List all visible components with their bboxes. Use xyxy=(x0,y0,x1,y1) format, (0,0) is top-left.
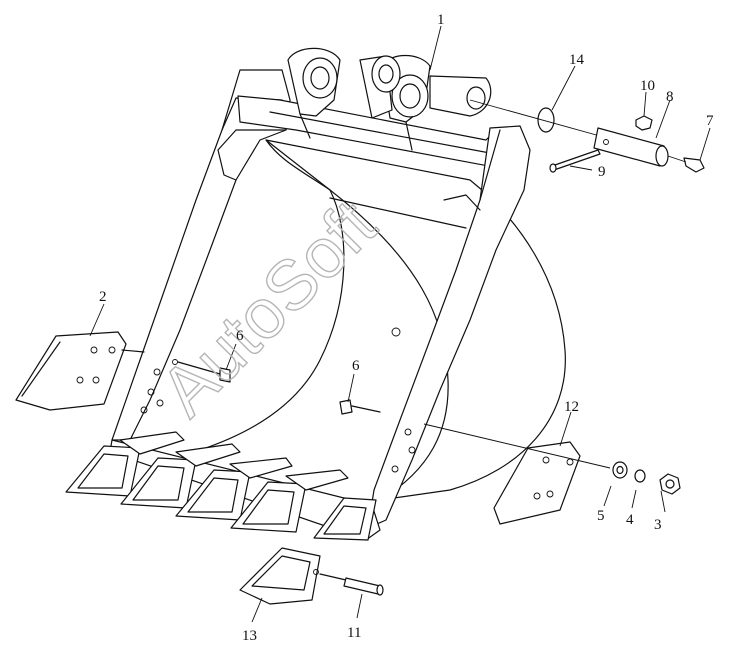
callout-1: 1 xyxy=(437,12,445,28)
o-ring-14 xyxy=(537,107,555,133)
side-cutter-right xyxy=(493,441,581,525)
callout-6-right: 6 xyxy=(352,358,360,374)
tooth-2 xyxy=(120,443,241,509)
callout-5: 5 xyxy=(597,508,605,524)
callouts: 1 2 3 4 5 6 6 7 8 9 10 11 12 13 14 xyxy=(99,12,714,644)
callout-14: 14 xyxy=(569,52,585,68)
tooth-13-exploded xyxy=(239,547,347,605)
pin-11 xyxy=(343,577,384,596)
bolt-6-right xyxy=(339,399,381,415)
tooth-3 xyxy=(175,457,293,521)
washer-5 xyxy=(612,461,628,479)
tooth-4 xyxy=(230,469,349,533)
callout-4: 4 xyxy=(626,512,634,528)
teeth-row xyxy=(65,431,377,541)
callout-10: 10 xyxy=(640,78,655,94)
callout-2: 2 xyxy=(99,289,107,305)
nut-10 xyxy=(635,115,653,131)
callout-3: 3 xyxy=(654,517,662,533)
pin-9 xyxy=(549,149,601,173)
lock-nut-4 xyxy=(634,469,646,483)
grease-nipple-7 xyxy=(683,157,705,173)
nut-3 xyxy=(659,473,681,495)
callout-9: 9 xyxy=(598,164,606,180)
callout-13: 13 xyxy=(242,628,257,644)
bucket-right-side-plate xyxy=(367,125,531,529)
callout-11: 11 xyxy=(347,625,361,641)
boss-right xyxy=(391,74,429,118)
callout-7: 7 xyxy=(706,113,714,129)
shaft-8 xyxy=(593,127,669,167)
bolt-6-left xyxy=(172,359,231,383)
leader-lines xyxy=(89,25,711,623)
boss-left xyxy=(302,57,338,99)
callout-8: 8 xyxy=(666,89,674,105)
callout-6-left: 6 xyxy=(236,328,244,344)
tooth-1 xyxy=(65,431,185,497)
callout-12: 12 xyxy=(564,399,579,415)
side-cutter-left xyxy=(15,331,127,411)
tooth-5 xyxy=(313,497,377,541)
